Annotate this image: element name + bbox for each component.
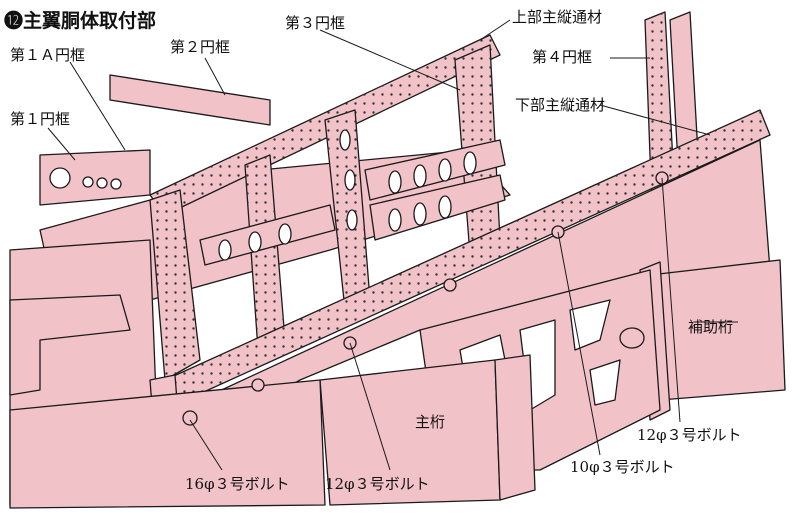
frame-2-beam (109, 74, 271, 126)
bottom-left-shelf (9, 379, 326, 509)
label-main-spar: 主桁 (415, 413, 446, 431)
bolt-16 (182, 410, 198, 426)
label-frame-2: 第２円框 (170, 38, 231, 56)
label-frame-4: 第４円框 (532, 48, 593, 66)
label-frame-1: 第１円框 (10, 110, 71, 128)
label-upper-longeron: 上部主縦通材 (512, 8, 603, 26)
inner-stringer-3 (199, 204, 336, 266)
inner-stringer-2 (369, 174, 506, 241)
label-frame-3: 第３円框 (285, 14, 346, 32)
leader-lines (47, 19, 738, 471)
label-bolt-12-right: 12φ３号ボルト (637, 426, 742, 444)
label-bolt-10: 10φ３号ボルト (570, 458, 675, 476)
frame-1a-beam (39, 149, 151, 206)
left-skin-panel (9, 294, 131, 396)
main-spar-end (494, 354, 536, 501)
label-bolt-12-center: 12φ３号ボルト (325, 475, 430, 493)
label-aux-spar: 補助桁 (688, 318, 734, 336)
label-lower-longeron: 下部主縦通材 (515, 96, 606, 114)
label-bolt-16: 16φ３号ボルト (185, 475, 290, 493)
diagram-title: ⓬主翼胴体取付部 (4, 10, 157, 32)
label-frame-1a: 第１Ａ円框 (10, 46, 86, 64)
